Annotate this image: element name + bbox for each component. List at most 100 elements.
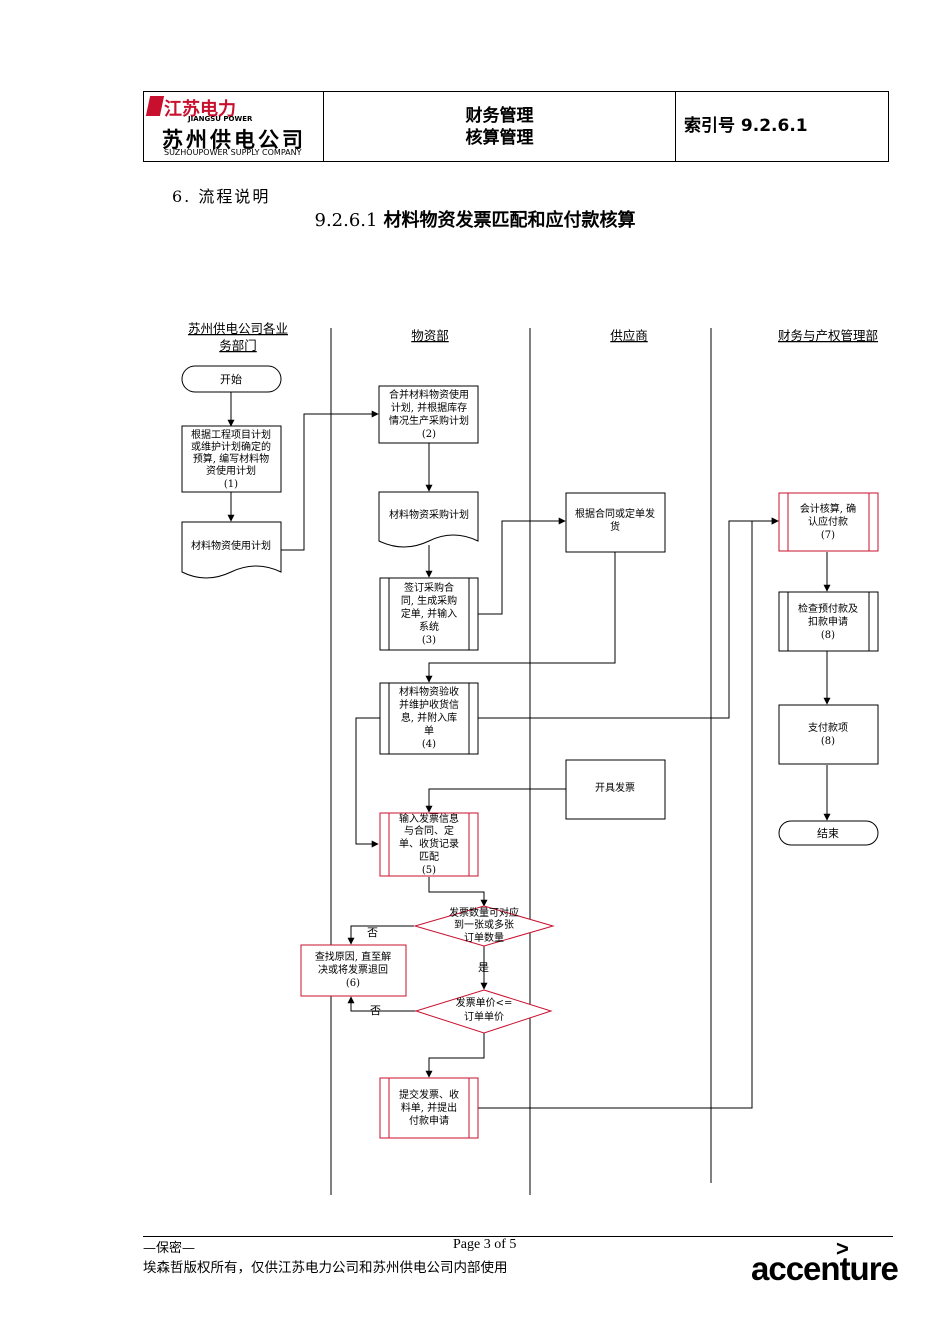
svg-text:开具发票: 开具发票 [595, 781, 635, 794]
svg-text:输入发票信息: 输入发票信息 [399, 812, 459, 825]
accenture-logo: accenture [751, 1250, 899, 1287]
lane-title-1a: 苏州供电公司各业 [188, 321, 288, 336]
header-title-line1: 财务管理 [465, 106, 534, 126]
svg-text:决或将发票退回: 决或将发票退回 [318, 963, 388, 976]
svg-text:系统: 系统 [419, 620, 439, 633]
index-number: 索引号 9.2.6.1 [684, 116, 808, 136]
section-heading: 6. 流程说明 [172, 187, 271, 206]
svg-text:(7): (7) [821, 530, 835, 541]
svg-text:到一张或多张: 到一张或多张 [454, 918, 514, 931]
svg-text:付款申请: 付款申请 [409, 1114, 449, 1127]
svg-text:单、收货记录: 单、收货记录 [399, 837, 459, 850]
decision-quantity: 发票数量可对应 到一张或多张 订单数量 [413, 905, 555, 947]
svg-text:材料物资采购计划: 材料物资采购计划 [389, 508, 469, 521]
process-box-4: 材料物资验收 并维护收货信 息, 并附入库 单 (4) [379, 682, 479, 755]
lane-title-2: 物资部 [411, 328, 449, 343]
connectors [227, 392, 831, 1109]
svg-text:与合同、定: 与合同、定 [404, 824, 454, 837]
branch-labels: 否 是 否 [367, 926, 489, 1017]
footer-confidential: —保密— [143, 1241, 196, 1256]
svg-text:结束: 结束 [817, 827, 839, 840]
svg-text:发票数量可对应: 发票数量可对应 [449, 906, 519, 919]
svg-text:并维护收货信: 并维护收货信 [399, 698, 459, 711]
svg-text:(8): (8) [821, 736, 835, 747]
accenture-chevron-icon: > [836, 1236, 849, 1261]
svg-text:息, 并附入库: 息, 并附入库 [401, 711, 457, 724]
end-terminator: 结束 [778, 820, 879, 846]
svg-text:(8): (8) [821, 630, 835, 641]
lane-title-4: 财务与产权管理部 [778, 328, 878, 343]
svg-text:或维护计划确定的: 或维护计划确定的 [191, 440, 271, 453]
svg-text:合并材料物资使用: 合并材料物资使用 [389, 388, 469, 401]
document-purchase-plan: 材料物资采购计划 [378, 491, 479, 548]
svg-text:材料物资使用计划: 材料物资使用计划 [191, 539, 271, 552]
svg-text:根据工程项目计划: 根据工程项目计划 [191, 428, 271, 441]
svg-text:同, 生成采购: 同, 生成采购 [401, 594, 457, 607]
document-usage-plan: 材料物资使用计划 [181, 521, 282, 579]
svg-text:根据合同或定单发: 根据合同或定单发 [575, 507, 655, 520]
svg-text:签订采购合: 签订采购合 [404, 581, 454, 594]
svg-text:(3): (3) [422, 635, 436, 646]
svg-text:单: 单 [424, 725, 434, 737]
footer-rule [143, 1236, 893, 1237]
svg-text:资使用计划: 资使用计划 [206, 464, 256, 477]
header-title-line2: 核算管理 [465, 128, 534, 148]
svg-text:提交发票、收: 提交发票、收 [399, 1088, 459, 1101]
process-box-8a: 检查预付款及 扣款申请 (8) [778, 591, 879, 652]
svg-text:定单, 并输入: 定单, 并输入 [401, 607, 457, 620]
label-yes: 是 [478, 961, 489, 974]
header-title: 财务管理 核算管理 [324, 92, 676, 161]
logo-en: JIANGSU POWER [188, 115, 253, 123]
label-no-2: 否 [370, 1004, 381, 1017]
footer-page-number: Page 3 of 5 [453, 1237, 517, 1252]
process-box-5: 输入发票信息 与合同、定 单、收货记录 匹配 (5) [379, 812, 479, 877]
header-table: 江苏电力 JIANGSU POWER 苏州供电公司 SUZHOUPOWER SU… [143, 91, 889, 162]
logo-cn: 江苏电力 [164, 99, 236, 120]
title-number: 9.2.6.1 [314, 210, 378, 231]
svg-text:检查预付款及: 检查预付款及 [798, 602, 858, 615]
process-box-2: 合并材料物资使用 计划, 并根据库存 情况生产采购计划 (2) [378, 385, 479, 444]
svg-text:料单, 并提出: 料单, 并提出 [401, 1101, 457, 1114]
label-no-1: 否 [367, 926, 378, 939]
svg-text:货: 货 [610, 520, 620, 533]
decision-price: 发票单价<= 订单单价 [414, 989, 553, 1034]
svg-text:开始: 开始 [220, 372, 242, 386]
svg-text:发票单价<=: 发票单价<= [456, 996, 513, 1009]
svg-text:认应付款: 认应付款 [808, 515, 848, 528]
svg-text:(5): (5) [422, 865, 436, 876]
svg-text:订单数量: 订单数量 [464, 931, 504, 944]
svg-text:支付款项: 支付款项 [808, 721, 848, 734]
svg-text:预算, 编写材料物: 预算, 编写材料物 [193, 452, 269, 465]
logo: 江苏电力 JIANGSU POWER 苏州供电公司 SUZHOUPOWER SU… [144, 92, 324, 161]
supplier-ship-box: 根据合同或定单发 货 [565, 492, 666, 553]
svg-text:匹配: 匹配 [419, 851, 439, 863]
lane-separators [330, 328, 712, 1195]
process-box-7: 会计核算, 确 认应付款 (7) [778, 492, 879, 552]
svg-text:订单单价: 订单单价 [464, 1011, 504, 1023]
process-box-8b: 支付款项 (8) [778, 704, 879, 765]
svg-text:(4): (4) [422, 739, 436, 750]
svg-text:材料物资验收: 材料物资验收 [399, 685, 459, 698]
process-box-6: 查找原因, 直至解 决或将发票退回 (6) [300, 944, 407, 997]
svg-text:(6): (6) [346, 978, 360, 989]
svg-text:会计核算, 确: 会计核算, 确 [800, 502, 856, 515]
start-terminator: 开始 [181, 365, 282, 393]
svg-text:扣款申请: 扣款申请 [808, 615, 848, 628]
svg-text:情况生产采购计划: 情况生产采购计划 [389, 414, 469, 427]
lane-title-1b: 务部门 [219, 338, 257, 353]
process-box-3: 签订采购合 同, 生成采购 定单, 并输入 系统 (3) [379, 577, 479, 651]
title-text: 材料物资发票匹配和应付款核算 [383, 210, 636, 231]
svg-text:计划, 并根据库存: 计划, 并根据库存 [391, 401, 467, 414]
svg-text:查找原因, 直至解: 查找原因, 直至解 [315, 950, 391, 963]
svg-text:(1): (1) [224, 479, 238, 490]
svg-text:(2): (2) [422, 429, 436, 440]
submit-payment-box: 提交发票、收 料单, 并提出 付款申请 [379, 1077, 479, 1139]
supplier-invoice-box: 开具发票 [565, 759, 666, 820]
logo-cn2: 苏州供电公司 [162, 128, 306, 152]
lane-title-3: 供应商 [610, 328, 648, 343]
footer-copyright: 埃森哲版权所有，仅供江苏电力公司和苏州供电公司内部使用 [143, 1260, 508, 1276]
process-box-1: 根据工程项目计划 或维护计划确定的 预算, 编写材料物 资使用计划 (1) [181, 425, 282, 493]
logo-en2: SUZHOUPOWER SUPPLY COMPANY [164, 148, 302, 157]
